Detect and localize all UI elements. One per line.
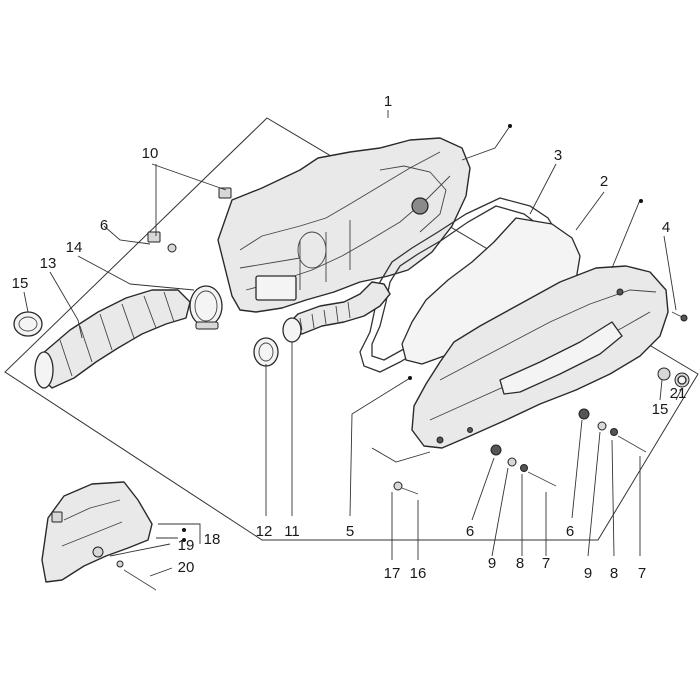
callout-17: 17 — [384, 565, 401, 582]
callout-13: 13 — [40, 255, 57, 272]
callout-15-left: 15 — [12, 275, 29, 292]
callout-21: 21 — [670, 385, 687, 402]
callout-1: 1 — [384, 93, 392, 110]
filter-cover — [411, 265, 669, 449]
callout-6-lower: 6 — [466, 523, 474, 540]
callout-9-right: 9 — [584, 565, 592, 582]
callout-6-right: 6 — [566, 523, 574, 540]
callout-2: 2 — [600, 173, 608, 190]
callout-3: 3 — [554, 147, 562, 164]
callout-10: 10 — [142, 145, 159, 162]
retaining-clip — [147, 187, 232, 243]
callout-18: 18 — [204, 531, 221, 548]
washer-left — [167, 243, 177, 253]
callout-8-left: 8 — [516, 555, 524, 572]
callout-16: 16 — [410, 565, 427, 582]
screw-top-right — [671, 311, 688, 322]
air-box-housing — [217, 137, 471, 313]
hose-clamp — [189, 285, 223, 330]
callout-6-housing: 6 — [100, 217, 108, 234]
inlet-hose — [34, 289, 191, 389]
callout-20: 20 — [178, 559, 195, 576]
callout-4: 4 — [662, 219, 670, 236]
callout-5: 5 — [346, 523, 354, 540]
small-clamp — [13, 311, 43, 337]
callout-labels: 1 2 3 4 5 6 6 6 7 7 8 8 9 9 10 11 12 13 … — [12, 93, 687, 582]
callout-15-right: 15 — [652, 401, 669, 418]
callout-9-left: 9 — [488, 555, 496, 572]
callout-8-right: 8 — [610, 565, 618, 582]
callout-19: 19 — [178, 537, 195, 554]
lower-hardware — [393, 408, 647, 495]
hose-mouth — [34, 351, 54, 389]
side-cover — [41, 481, 157, 591]
callout-12: 12 — [256, 523, 273, 540]
callout-11: 11 — [284, 523, 300, 540]
callout-7-right: 7 — [638, 565, 646, 582]
grommet-right — [657, 367, 690, 388]
callout-7-left: 7 — [542, 555, 550, 572]
leader-lines — [23, 124, 683, 577]
clamp-ring — [253, 337, 279, 367]
housing-mount-plate — [255, 275, 297, 301]
callout-14: 14 — [66, 239, 83, 256]
